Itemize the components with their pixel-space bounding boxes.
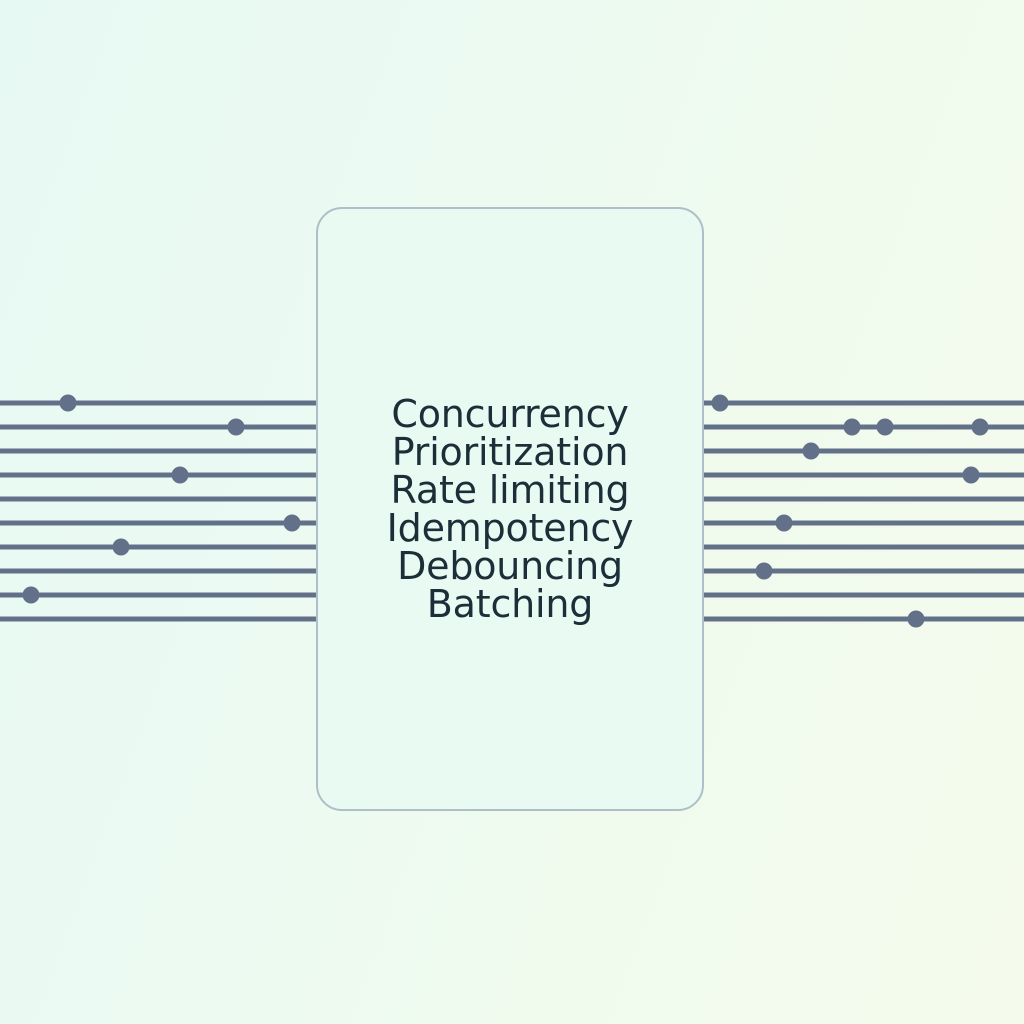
card-label-4: Debouncing — [397, 544, 623, 588]
node-dot-right-1-2 — [971, 418, 989, 436]
card-label-1: Prioritization — [391, 430, 629, 474]
node-dot-left-1-0 — [227, 418, 245, 436]
node-dot-right-2-0 — [802, 442, 820, 460]
node-dot-right-1-0 — [843, 418, 861, 436]
node-dot-right-3-0 — [962, 466, 980, 484]
node-dot-right-5-0 — [775, 514, 793, 532]
card-label-2: Rate limiting — [390, 468, 630, 512]
node-dot-left-3-0 — [171, 466, 189, 484]
card-label-5: Batching — [426, 582, 594, 626]
node-dot-left-0-0 — [59, 394, 77, 412]
card-label-0: Concurrency — [391, 392, 629, 436]
node-dot-left-8-0 — [22, 586, 40, 604]
card-label-3: Idempotency — [386, 506, 634, 550]
node-dot-left-6-0 — [112, 538, 130, 556]
node-dot-right-7-0 — [755, 562, 773, 580]
node-dot-left-5-0 — [283, 514, 301, 532]
node-dot-right-9-0 — [907, 610, 925, 628]
node-dot-right-0-0 — [711, 394, 729, 412]
node-dot-right-1-1 — [876, 418, 894, 436]
